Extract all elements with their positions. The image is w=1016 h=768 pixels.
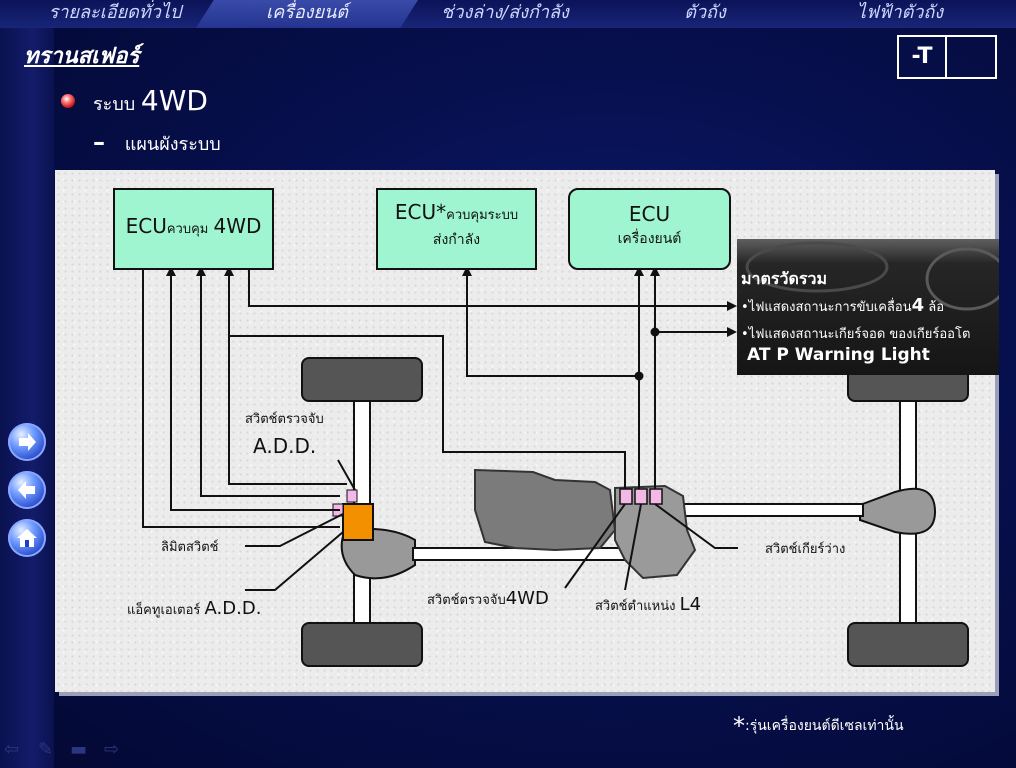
ecu-4wd-tail: 4WD [213,214,262,238]
footnote: *:รุ่นเครื่องยนต์ดีเซลเท่านั้น [733,712,904,740]
forward-arrow-icon[interactable]: ⇨ [104,739,120,760]
footnote-text: :รุ่นเครื่องยนต์ดีเซลเท่านั้น [745,718,904,734]
meter-line1-num: 4 [911,295,925,316]
ecu-4wd-label: ECU [125,214,167,238]
ecu-engine-label: ECU [628,202,671,226]
next-button[interactable] [8,423,46,461]
left-sidebar [0,0,54,768]
rear-propeller-shaft [682,503,864,517]
section-title: ทรานสเฟอร์ [24,43,140,69]
ecu-engine-sub: เครื่องยนต์ [617,231,682,247]
ecu-4wd-sub: ควบคุม [166,222,209,237]
arrow-left-icon [18,481,35,499]
wiring-lines [142,266,738,591]
position-switch-label-th: สวิตช์ตำแหน่ง [595,599,676,614]
ecu-powertrain-sub: ควบคุมระบบ [446,208,519,223]
position-switch-label-en: L4 [679,594,702,615]
switch-box-neutral [649,488,663,505]
switch-box-4wd [619,488,633,505]
arrow-right-icon [19,433,36,451]
bullet-icon [61,94,75,108]
meter-at-p-warning: AT P Warning Light [747,345,930,365]
meter-line1-tail: ล้อ [928,300,945,315]
page-subheading: – แผนผังระบบ [93,128,221,158]
tab-engine[interactable]: เครื่องยนต์ [196,0,418,28]
top-nav-bar: รายละเอียดทั่วไป เครื่องยนต์ ช่วงล่าง/ส่… [0,0,1016,28]
menu-icon[interactable]: ▬ [70,739,88,760]
meter-line1-text: ไฟแสดงสถานะการขับเคลื่อน [748,300,912,315]
switch-4wd-label: สวิตช์ตรวจจับ4WD [427,588,549,610]
add-actuator-label-th: แอ็คทูเอเตอร์ [127,603,201,618]
section-code-box: -T [897,35,997,79]
pen-icon[interactable]: ✎ [38,739,54,760]
rear-left-wheel [301,622,423,667]
position-switch-label: สวิตช์ตำแหน่ง L4 [595,594,701,616]
previous-button[interactable] [8,471,46,509]
add-detection-switch-code: A.D.D. [253,434,317,458]
switch-box-l4 [634,488,648,505]
tab-chassis[interactable]: ช่วงล่าง/ส่งกำลัง [441,2,569,23]
add-detection-switch-box [346,489,358,503]
meter-bullet: • [741,327,749,342]
meter-line-park: •ไฟแสดงสถานะเกียร์จอด ของเกียร์ออโต [741,323,970,344]
rear-differential [859,487,937,535]
tab-general[interactable]: รายละเอียดทั่วไป [48,2,182,23]
front-differential [340,527,416,580]
junction-dot [650,327,660,337]
front-left-wheel [301,357,423,402]
heading-prefix: ระบบ [93,94,136,115]
tab-body-electrical[interactable]: ไฟฟ้าตัวถัง [856,2,944,23]
switch-4wd-label-en: 4WD [505,588,549,609]
transmission-case [474,468,617,552]
meter-line2-text: ไฟแสดงสถานะเกียร์จอด ของเกียร์ออโต [748,327,971,342]
junction-dot [634,371,644,381]
heading-system: 4WD [140,84,208,117]
combination-meter-panel: มาตรวัดรวม •ไฟแสดงสถานะการขับเคลื่อน4 ล้… [737,239,999,375]
add-actuator [342,503,374,541]
switch-4wd-label-th: สวิตช์ตรวจจับ [427,593,506,608]
ecu-4wd-control: ECUควบคุม 4WD [113,188,274,270]
meter-line-4wd: •ไฟแสดงสถานะการขับเคลื่อน4 ล้อ [741,295,944,317]
ecu-engine: ECU เครื่องยนต์ [568,188,731,270]
rear-right-wheel [847,622,969,667]
footnote-star: * [733,712,745,740]
ecu-powertrain-line2: ส่งกำลัง [432,232,481,248]
home-icon [17,529,37,547]
add-actuator-label: แอ็คทูเอเตอร์ A.D.D. [127,598,261,620]
meter-bullet: • [741,300,749,315]
meter-title: มาตรวัดรวม [741,269,828,288]
neutral-switch-label: สวิตช์เกียร์ว่าง [765,542,846,557]
add-detection-switch-label: สวิตช์ตรวจจับ [245,412,324,427]
dash-mark: – [93,128,105,156]
subtitle-text: แผนผังระบบ [124,134,221,155]
back-arrow-icon[interactable]: ⇦ [4,739,20,760]
meter-gauge-graphic [745,241,999,311]
section-code: -T [899,37,947,77]
diagram-wiring [142,266,969,667]
transfer-case [614,484,697,580]
tab-body[interactable]: ตัวถัง [684,2,726,23]
ecu-powertrain-control: ECU*ควบคุมระบบ ส่งกำลัง [376,188,537,270]
home-button[interactable] [8,519,46,557]
ecu-powertrain-label: ECU* [394,200,447,224]
limit-switch-label: ลิมิตสวิตช์ [161,540,219,555]
add-actuator-label-en: A.D.D. [204,598,262,619]
page-heading: ระบบ 4WD [93,84,208,118]
